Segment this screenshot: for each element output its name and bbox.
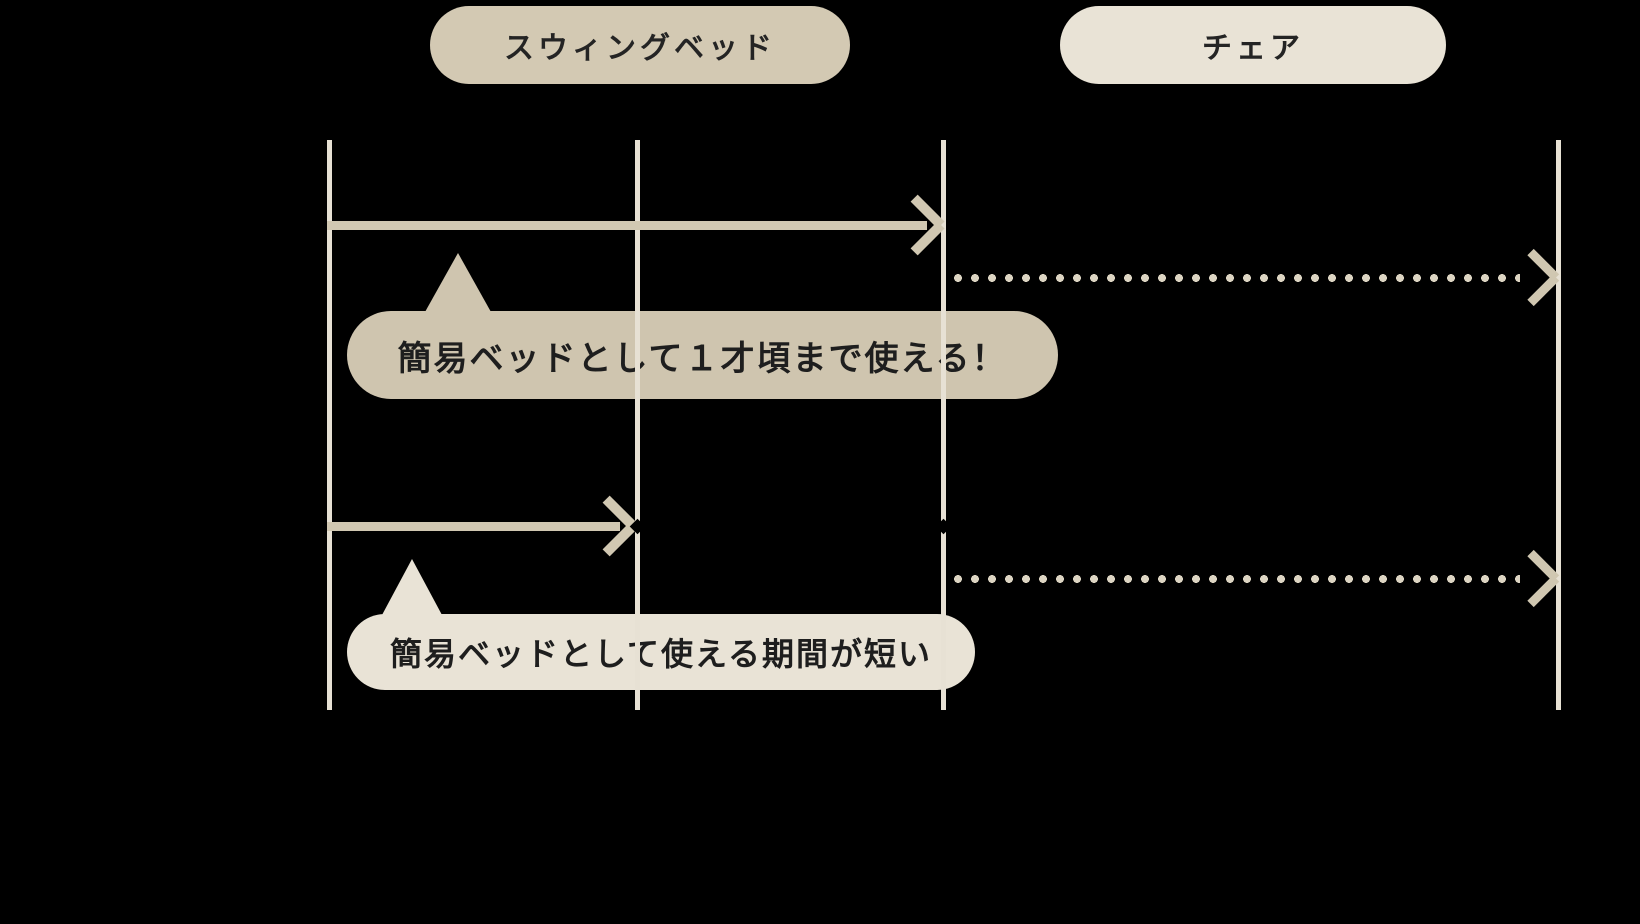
chair-dotted-arrowhead-icon xyxy=(1527,549,1560,582)
timeline-line-3 xyxy=(941,140,946,710)
callout-swing-bed-note-text: 簡易ベッドとして１才頃まで使える！ xyxy=(397,339,1008,378)
column-pill-chair: チェア xyxy=(1060,6,1446,84)
chair-dotted-arrow xyxy=(954,575,1520,583)
callout-chair-tail-icon xyxy=(382,559,442,615)
swing-bed-dotted-arrow xyxy=(954,274,1520,282)
column-pill-chair-label: チェア xyxy=(1202,32,1304,65)
callout-swing-bed-tail-icon xyxy=(425,253,491,312)
column-pill-swing-bed-label: スウィングベッド xyxy=(504,32,776,65)
timeline-line-2 xyxy=(635,140,640,710)
callout-swing-bed-note: 簡易ベッドとして１才頃まで使える！ xyxy=(347,311,1058,399)
timeline-line-4 xyxy=(1556,140,1561,710)
callout-chair-note: 簡易ベッドとして使える期間が短い xyxy=(347,614,975,690)
chair-solid-arrow-shaft xyxy=(327,522,620,531)
column-pill-swing-bed: スウィングベッド xyxy=(430,6,850,84)
timeline-line-1 xyxy=(327,140,332,710)
swing-bed-dotted-arrowhead-icon xyxy=(1527,248,1560,281)
swing-bed-solid-arrow-shaft xyxy=(327,221,927,230)
callout-chair-note-text: 簡易ベッドとして使える期間が短い xyxy=(389,636,933,672)
arrow-tip-notch-icon xyxy=(935,518,952,535)
